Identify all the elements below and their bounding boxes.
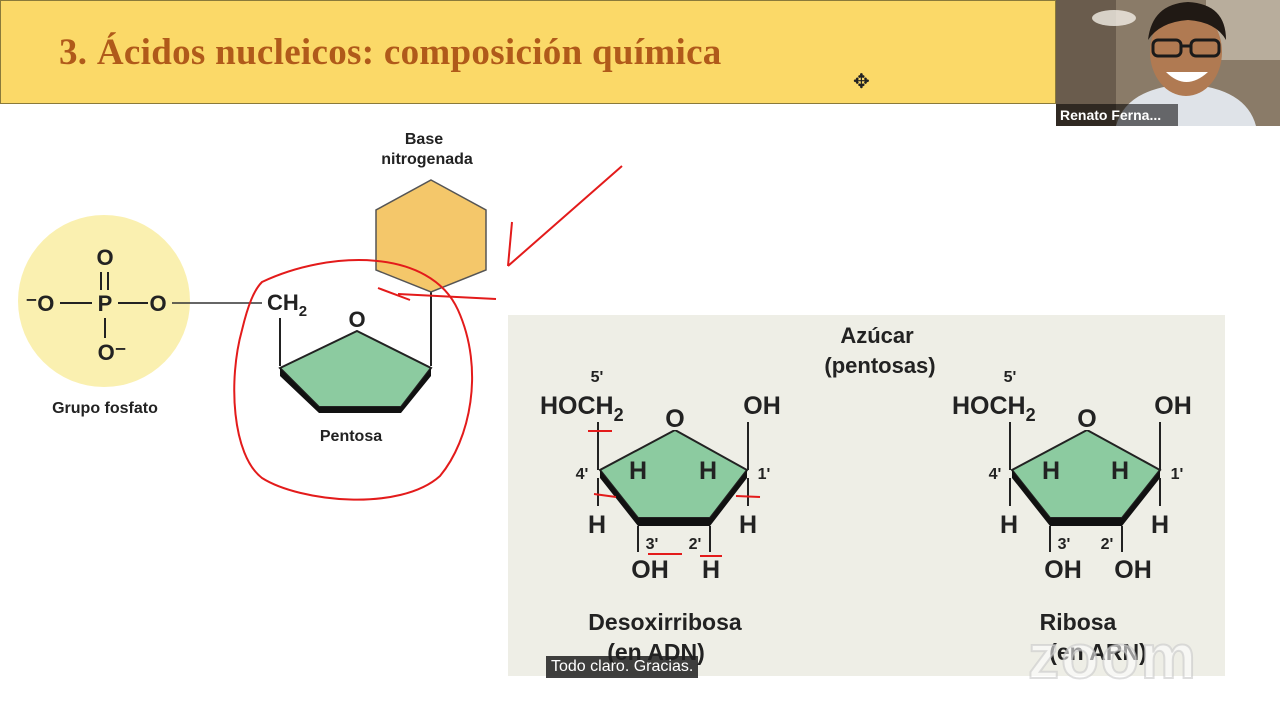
svg-text:H: H [739,511,757,539]
svg-text:H: H [629,457,647,485]
deoxyribose-structure: 5' HOCH2 O OH 4' 1' H H H H 3' 2' OH H D… [540,369,781,665]
svg-text:4': 4' [989,466,1002,483]
base-label-2: nitrogenada [381,151,473,168]
ribose-hoch2: HOCH2 [952,392,1036,425]
svg-text:OH: OH [1154,392,1192,420]
deoxyribose-name: Desoxirribosa [588,609,742,635]
ribose-subname: (en ARN) [1049,639,1147,665]
slide-title-bar: 3. Ácidos nucleicos: composición química… [0,0,1056,104]
svg-text:O: O [1077,405,1096,433]
svg-text:OH: OH [1044,556,1082,584]
phosphate-o-left: ⁻O [26,291,55,316]
svg-text:3': 3' [1058,536,1071,553]
base-hexagon [375,179,487,293]
live-caption: Todo claro. Gracias. [546,656,699,678]
svg-text:H: H [1000,511,1018,539]
participant-name: Renato Ferna... [1056,104,1178,126]
svg-text:OH: OH [743,392,781,420]
svg-text:1': 1' [1171,466,1184,483]
svg-text:H: H [1111,457,1129,485]
ribose-name: Ribosa [1040,609,1117,635]
ch2-label: CH2 [267,290,307,320]
pentose-o: O [348,307,365,332]
svg-text:H: H [588,511,606,539]
svg-text:O: O [665,405,684,433]
phosphate-o-top: O [96,245,113,270]
svg-text:H: H [1151,511,1169,539]
svg-text:2': 2' [689,536,702,553]
svg-text:3': 3' [646,536,659,553]
phosphate-label: Grupo fosfato [52,400,158,417]
panel-title-1: Azúcar [840,323,914,348]
panel-title-2: (pentosas) [824,353,935,378]
svg-text:OH: OH [631,556,669,584]
participant-avatar [1056,0,1280,126]
svg-text:H: H [699,457,717,485]
svg-text:2': 2' [1101,536,1114,553]
zoom-watermark: zoom [1027,622,1198,693]
svg-text:OH: OH [1114,556,1152,584]
ribose-structure: 5' HOCH2 O OH 4' 1' H H H H 3' 2' OH OH … [952,369,1192,665]
participant-video-tile[interactable]: Renato Ferna... [1056,0,1280,126]
nucleotide-diagram: O ⁻O P O O⁻ Grupo fosfato CH2 O Pentosa … [18,131,1225,676]
svg-text:H: H [702,556,720,584]
svg-text:H: H [1042,457,1060,485]
slide-title: 3. Ácidos nucleicos: composición química [59,32,722,73]
phosphate-o-right: O [149,291,166,316]
phosphate-o-bottom: O⁻ [98,340,127,365]
annotation-line [377,287,497,301]
annotation-circle [233,259,474,501]
phosphate-background [18,215,190,387]
pentose-label: Pentosa [320,428,382,445]
svg-text:5': 5' [591,369,604,386]
svg-text:5': 5' [1004,369,1017,386]
phosphate-p: P [98,291,113,316]
move-cursor-icon: ✥ [853,69,870,93]
svg-text:1': 1' [758,466,771,483]
annotation-arrow [507,165,623,267]
svg-text:4': 4' [576,466,589,483]
deoxy-hoch2: HOCH2 [540,392,624,425]
base-label-1: Base [405,131,443,148]
